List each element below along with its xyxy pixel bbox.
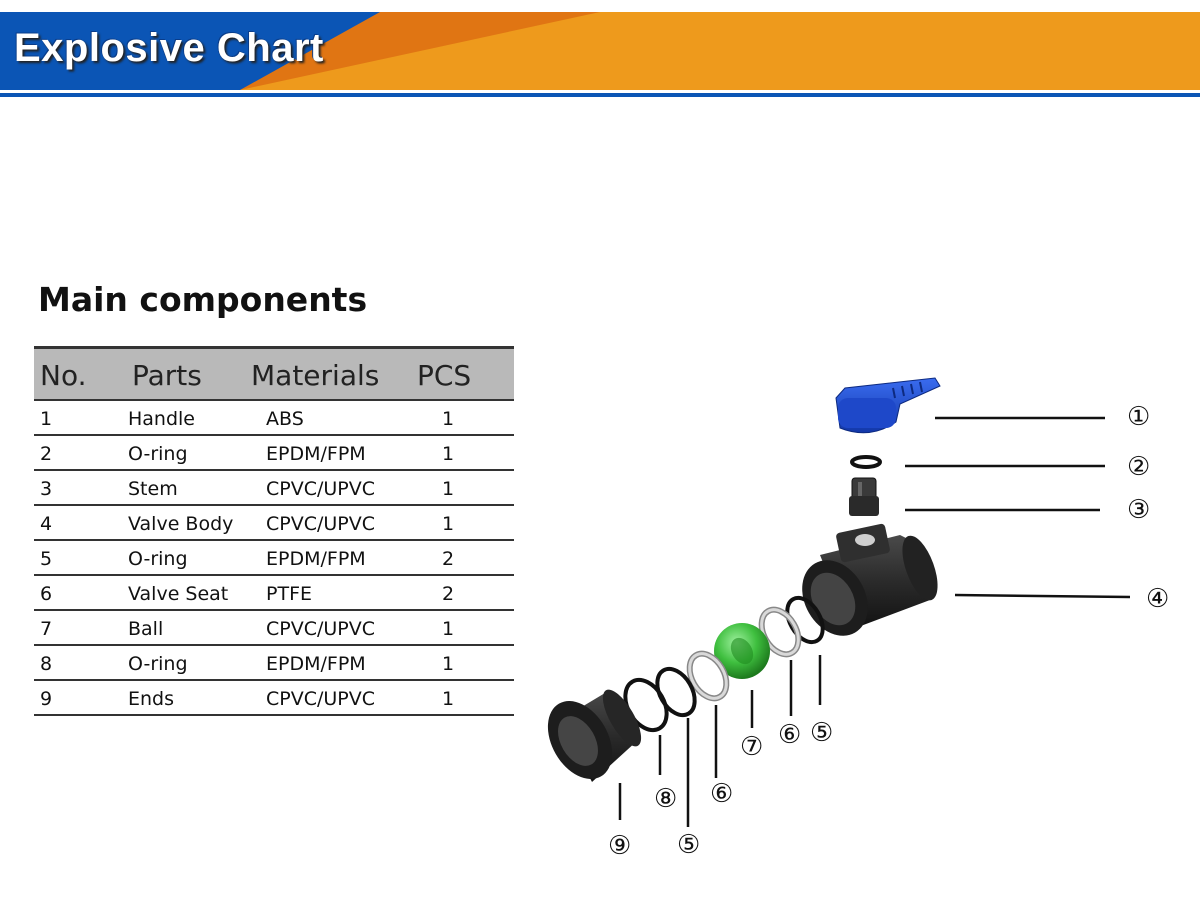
cell-pcs: 1 xyxy=(442,618,455,640)
cell-part: Valve Body xyxy=(128,513,234,535)
cell-part: Stem xyxy=(128,478,178,500)
banner-graphic xyxy=(0,12,1200,97)
table-row: 8 O-ring EPDM/FPM 1 xyxy=(34,646,514,681)
cell-part: Ends xyxy=(128,688,175,710)
cell-material: ABS xyxy=(266,408,304,430)
table-row: 5 O-ring EPDM/FPM 2 xyxy=(34,541,514,576)
cell-material: CPVC/UPVC xyxy=(266,618,376,640)
cell-no: 7 xyxy=(40,618,53,640)
cell-pcs: 1 xyxy=(442,408,455,430)
cell-no: 2 xyxy=(40,443,53,465)
left-valve-seat xyxy=(686,650,730,702)
label-right-oring: ⑤ xyxy=(810,718,834,748)
cell-pcs: 1 xyxy=(442,443,455,465)
stem-part xyxy=(849,477,879,516)
cell-part: O-ring xyxy=(128,548,188,570)
cell-material: EPDM/FPM xyxy=(266,443,366,465)
cell-material: CPVC/UPVC xyxy=(266,478,376,500)
top-oring xyxy=(850,455,882,469)
header-pcs: PCS xyxy=(417,359,472,392)
cell-no: 1 xyxy=(40,408,53,430)
table-row: 6 Valve Seat PTFE 2 xyxy=(34,576,514,611)
cell-part: Handle xyxy=(128,408,196,430)
label-stem: ③ xyxy=(1127,495,1151,525)
ball-part xyxy=(714,623,770,679)
cell-material: PTFE xyxy=(266,583,312,605)
components-table: No. Parts Materials PCS 1 Handle ABS 1 2… xyxy=(34,346,514,716)
cell-no: 5 xyxy=(40,548,53,570)
label-handle: ① xyxy=(1127,402,1151,432)
leader-lines xyxy=(618,416,1131,827)
table-row: 1 Handle ABS 1 xyxy=(34,401,514,436)
cell-no: 9 xyxy=(40,688,53,710)
cell-no: 8 xyxy=(40,653,53,675)
cell-material: CPVC/UPVC xyxy=(266,688,376,710)
handle-part xyxy=(835,377,941,434)
cell-pcs: 2 xyxy=(442,548,455,570)
table-row: 4 Valve Body CPVC/UPVC 1 xyxy=(34,506,514,541)
cell-part: Valve Seat xyxy=(128,583,229,605)
table-row: 7 Ball CPVC/UPVC 1 xyxy=(34,611,514,646)
label-left-seat: ⑥ xyxy=(710,779,734,809)
cell-part: Ball xyxy=(128,618,164,640)
cell-material: EPDM/FPM xyxy=(266,548,366,570)
label-ends: ⑨ xyxy=(608,831,632,861)
table-row: 3 Stem CPVC/UPVC 1 xyxy=(34,471,514,506)
header-banner: Explosive Chart xyxy=(0,0,1200,100)
section-title: Main components xyxy=(38,280,368,319)
banner-title: Explosive Chart xyxy=(14,26,324,70)
cell-no: 6 xyxy=(40,583,53,605)
label-end-oring: ⑧ xyxy=(654,784,678,814)
ends-part xyxy=(547,689,642,782)
valve-body-part xyxy=(802,523,938,636)
cell-part: O-ring xyxy=(128,653,188,675)
cell-pcs: 2 xyxy=(442,583,455,605)
cell-pcs: 1 xyxy=(442,513,455,535)
label-valve-body: ④ xyxy=(1146,584,1170,614)
table-row: 9 Ends CPVC/UPVC 1 xyxy=(34,681,514,716)
cell-pcs: 1 xyxy=(442,653,455,675)
right-oring xyxy=(785,595,825,645)
cell-pcs: 1 xyxy=(442,478,455,500)
cell-material: EPDM/FPM xyxy=(266,653,366,675)
header-no: No. xyxy=(40,359,87,392)
table-header: No. Parts Materials PCS xyxy=(34,346,514,401)
header-parts: Parts xyxy=(132,359,202,392)
label-ball: ⑦ xyxy=(740,732,764,762)
header-materials: Materials xyxy=(251,359,380,392)
cell-material: CPVC/UPVC xyxy=(266,513,376,535)
label-left-oring: ⑤ xyxy=(677,830,701,860)
label-top-oring: ② xyxy=(1127,452,1151,482)
cell-no: 4 xyxy=(40,513,53,535)
cell-pcs: 1 xyxy=(442,688,455,710)
cell-no: 3 xyxy=(40,478,53,500)
cell-part: O-ring xyxy=(128,443,188,465)
table-row: 2 O-ring EPDM/FPM 1 xyxy=(34,436,514,471)
label-right-seat: ⑥ xyxy=(778,720,802,750)
